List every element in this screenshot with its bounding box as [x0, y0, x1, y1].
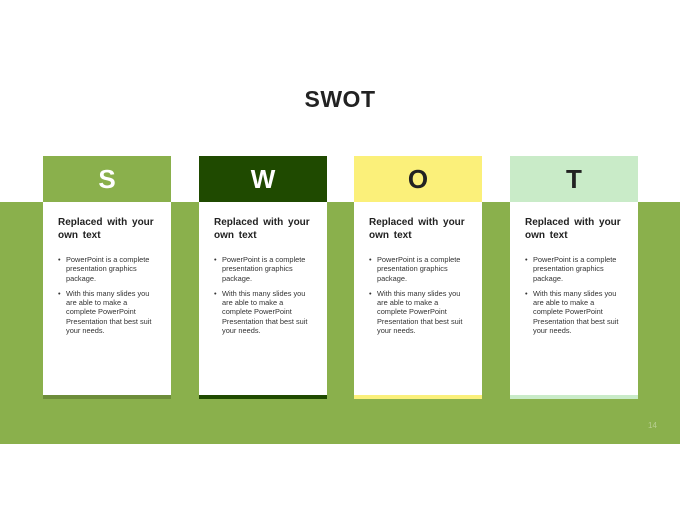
list-item: PowerPoint is a complete presentation gr…: [58, 255, 159, 283]
card-bullet-list: PowerPoint is a complete presentation gr…: [369, 255, 470, 335]
card-letter-header: S: [43, 156, 171, 202]
card-bullet-list: PowerPoint is a complete presentation gr…: [214, 255, 315, 335]
card-bottom-accent: [43, 395, 171, 399]
list-item: PowerPoint is a complete presentation gr…: [214, 255, 315, 283]
card-letter-header: O: [354, 156, 482, 202]
card-bullet-list: PowerPoint is a complete presentation gr…: [58, 255, 159, 335]
list-item: With this many slides you are able to ma…: [214, 289, 315, 335]
list-item: With this many slides you are able to ma…: [58, 289, 159, 335]
list-item: PowerPoint is a complete presentation gr…: [525, 255, 626, 283]
card-letter-header: W: [199, 156, 327, 202]
list-item: PowerPoint is a complete presentation gr…: [369, 255, 470, 283]
list-item: With this many slides you are able to ma…: [525, 289, 626, 335]
slide-title: SWOT: [304, 86, 376, 112]
card-bottom-accent: [199, 395, 327, 399]
card-bottom-accent: [510, 395, 638, 399]
card-letter-header: T: [510, 156, 638, 202]
card-bullet-list: PowerPoint is a complete presentation gr…: [525, 255, 626, 335]
card-bottom-accent: [354, 395, 482, 399]
list-item: With this many slides you are able to ma…: [369, 289, 470, 335]
page-number: 14: [648, 421, 657, 430]
